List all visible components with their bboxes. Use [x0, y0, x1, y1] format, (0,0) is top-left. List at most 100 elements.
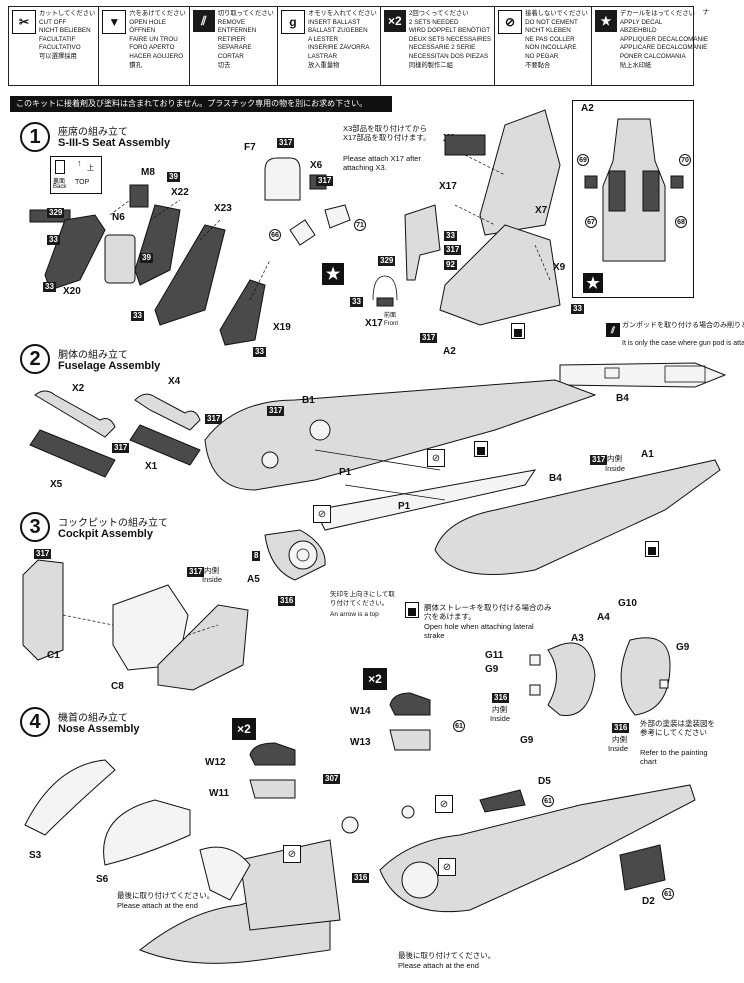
- legend-open-hole: ▼ 穴をあけてください OPEN HOLE ÖFFNEN FAIRE UN TR…: [99, 7, 190, 85]
- legend-text: 鑽孔: [129, 61, 142, 69]
- label-w14: W14: [350, 706, 371, 717]
- legend-text: 切り取ってください: [217, 10, 274, 17]
- inside-label-jp: 内側: [612, 735, 627, 744]
- paint-39: 39: [140, 253, 153, 263]
- paint-chart-note-en: Refer to the painting chart: [640, 748, 708, 766]
- part-a4: [620, 637, 671, 716]
- star-decal-icon: ★: [594, 10, 617, 32]
- part-x17: [376, 297, 394, 307]
- legend-text: DEUX SETS NECESSAIRES: [408, 35, 492, 43]
- legend-text: NICHT KLEBEN: [525, 27, 571, 35]
- part-x2: [34, 390, 116, 438]
- legend-text: FORO APERTO: [129, 44, 175, 52]
- weight-icon: g: [280, 10, 305, 34]
- part-x19: [219, 279, 266, 346]
- paint-33: 33: [444, 231, 457, 241]
- engine-face-drawing: [264, 529, 326, 581]
- paint-8: 8: [252, 551, 261, 561]
- main-fuselage: [379, 784, 696, 913]
- label-x19: X19: [273, 322, 291, 333]
- label-x1: X1: [145, 461, 158, 472]
- label-x17: X17: [439, 181, 457, 192]
- label-g9: G9: [676, 642, 690, 653]
- inside-label: Inside: [608, 744, 629, 753]
- paint-307: 307: [323, 774, 341, 784]
- label-m8: M8: [141, 167, 155, 178]
- decal-panel-right: [642, 170, 660, 212]
- legend-text: カットしてください: [39, 10, 96, 17]
- label-x23: X23: [214, 203, 232, 214]
- part-m8: [129, 184, 149, 208]
- part-b4: [314, 469, 537, 531]
- label-x6: X6: [310, 160, 323, 171]
- part-x20: [44, 214, 106, 291]
- part-c8: [157, 604, 249, 691]
- legend-text: APPLICARE DECALCOMANIE: [619, 44, 708, 52]
- part-x23: [154, 224, 226, 326]
- paint-317: 317: [112, 443, 130, 453]
- label-x22: X22: [171, 187, 189, 198]
- part-a1: [434, 459, 721, 575]
- legend-text: 接着しないでください: [525, 10, 588, 17]
- label-b4: B4: [549, 473, 562, 484]
- paint-316: 316: [278, 596, 296, 606]
- legend-text: オモリを入れてください: [307, 10, 377, 17]
- inside-label: Inside: [490, 714, 511, 723]
- legend-text: 不要黏合: [525, 61, 551, 69]
- label-a2: A2: [443, 346, 456, 357]
- label-s6: S6: [96, 874, 109, 885]
- legend-text: INSERT BALLAST: [307, 18, 361, 26]
- paint-33: 33: [47, 235, 60, 245]
- f7-x6-drawing: [264, 157, 351, 246]
- back-label-jp: 裏面: [53, 179, 66, 185]
- part-s3: [24, 759, 116, 836]
- legend-text: 2回つくってください: [408, 10, 469, 17]
- seat-tub-drawing: [404, 109, 561, 326]
- attach-end-note-jp: 最後に取り付けてください。: [117, 891, 215, 900]
- drill-icon: ▼: [102, 10, 127, 34]
- label-x2: X2: [72, 383, 85, 394]
- label-g10: G10: [618, 598, 637, 609]
- rear-section-drawing: [529, 637, 671, 716]
- legend-text: 可以選擇採用: [39, 52, 77, 60]
- back-label: Back: [53, 184, 67, 190]
- cement-icon: [511, 323, 525, 339]
- gunpod-note-jp: ガンポッドを取り付ける場合のみ削りとります。: [622, 322, 744, 329]
- legend-text: NECESSITAN DOS PIEZAS: [408, 52, 489, 60]
- front-label: Front: [384, 321, 399, 327]
- legend-text: 切去: [217, 61, 231, 69]
- margin-code: ナ: [702, 8, 709, 16]
- part-f7: [264, 157, 301, 201]
- label-g11: G11: [485, 650, 504, 661]
- legend-remove: ⫽ 切り取ってください REMOVE ENTFERNEN RETIRER SEP…: [190, 7, 278, 85]
- part-n6: [104, 234, 136, 284]
- legend-text: APPLIQUER DECALCOMANIE: [619, 35, 709, 43]
- legend-text: ÖFFNEN: [129, 27, 156, 35]
- decal-71: 71: [354, 219, 366, 231]
- paint-317: 317: [205, 414, 223, 424]
- label-x20: X20: [63, 286, 81, 297]
- step-title-jp: コックピットの組み立て: [58, 518, 168, 529]
- scissors-icon: ✂: [12, 10, 36, 34]
- fuselage-panel: [199, 846, 251, 901]
- arrow-note-jp: 矢印を上向きにして取り付けてください。: [330, 591, 395, 607]
- part-w11: [249, 779, 296, 799]
- front-label-jp: 前面: [384, 313, 397, 319]
- attach-end-note-en: Please attach at the end: [117, 901, 198, 910]
- label-a4: A4: [597, 612, 610, 623]
- hole-note-en: Open hole when attaching lateral strake: [424, 622, 534, 640]
- decal-panel-left: [608, 170, 626, 212]
- paint-317: 317: [267, 406, 285, 416]
- step-title-jp: 胴体の組み立て: [58, 350, 128, 361]
- part-x5: [29, 429, 116, 478]
- decal-70-shape: [670, 175, 684, 189]
- legend-cut-off: ✂ カットしてください CUT OFF NICHT BELIEBEN FACUL…: [9, 7, 100, 85]
- part-x4: [134, 393, 201, 431]
- paint-chart-note-jp: 外部の塗装は塗装図を参考にしてください: [640, 719, 715, 737]
- label-p1: P1: [339, 467, 352, 478]
- x3-note-en: Please attach X17 after attaching X3.: [343, 154, 421, 172]
- legend-text: CORTAR: [217, 52, 244, 60]
- label-b4: B4: [616, 393, 629, 404]
- label-c8: C8: [111, 681, 124, 692]
- part-w12: [249, 742, 296, 766]
